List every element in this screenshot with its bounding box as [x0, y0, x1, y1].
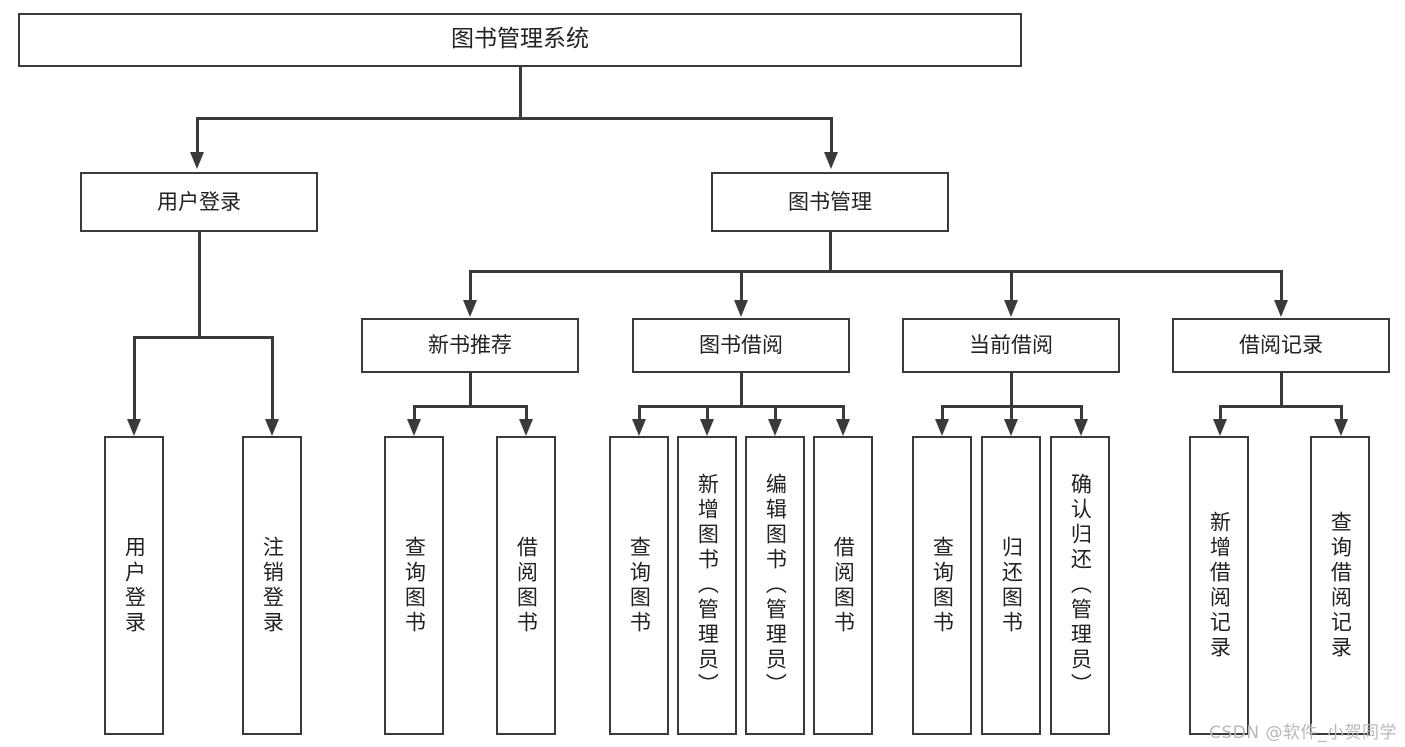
arrowhead-leaf-user-login — [127, 419, 141, 436]
leaf-user-login[interactable]: 用户登录 — [104, 436, 164, 735]
leaf-query-book-recommend[interactable]: 查询图书 — [384, 436, 444, 735]
node-label: 借阅图书 — [514, 535, 539, 636]
node-label: 查询图书 — [627, 535, 652, 636]
connector-user-login-bar — [133, 336, 273, 339]
connector-borrow-record-bar — [1219, 405, 1341, 408]
connector-cb-to-leaf-2 — [1010, 405, 1013, 421]
leaf-borrow-book[interactable]: 借阅图书 — [813, 436, 873, 735]
node-label: 当前借阅 — [969, 333, 1053, 358]
connector-bm-to-borrow-record — [1280, 270, 1283, 301]
node-label: 注销登录 — [260, 535, 285, 636]
connector-book-management-bar — [469, 270, 1280, 273]
arrowhead-bb-leaf-1 — [632, 419, 646, 436]
arrowhead-cb-leaf-1 — [935, 419, 949, 436]
connector-root-to-book-management — [830, 117, 833, 153]
node-new-book-recommend[interactable]: 新书推荐 — [361, 318, 579, 373]
node-label: 用户登录 — [122, 535, 147, 636]
arrowhead-borrow-record — [1274, 300, 1288, 317]
connector-new-book-to-leaf-1 — [413, 405, 416, 421]
connector-user-login-to-leaf-2 — [271, 336, 274, 420]
connector-br-to-leaf-2 — [1340, 405, 1343, 421]
node-label: 查询图书 — [402, 535, 427, 636]
arrowhead-bb-leaf-4 — [836, 419, 850, 436]
connector-user-login-to-leaf-1 — [133, 336, 136, 420]
connector-current-borrow-stem — [1010, 373, 1013, 406]
arrowhead-current-borrow — [1004, 300, 1018, 317]
node-user-login[interactable]: 用户登录 — [80, 172, 318, 232]
connector-bm-to-book-borrow — [740, 270, 743, 301]
connector-bm-to-current-borrow — [1010, 270, 1013, 301]
node-label: 归还图书 — [999, 535, 1024, 636]
node-label: 查询图书 — [930, 535, 955, 636]
connector-new-book-stem — [469, 373, 472, 406]
node-label: 图书借阅 — [699, 333, 783, 358]
leaf-logout[interactable]: 注销登录 — [242, 436, 302, 735]
arrowhead-new-book-recommend — [463, 300, 477, 317]
connector-book-borrow-bar — [638, 405, 842, 408]
leaf-add-borrow-record[interactable]: 新增借阅记录 — [1189, 436, 1249, 735]
node-label: 借阅图书 — [831, 535, 856, 636]
leaf-return-book[interactable]: 归还图书 — [981, 436, 1041, 735]
connector-bb-to-leaf-1 — [638, 405, 641, 421]
connector-cb-to-leaf-3 — [1080, 405, 1083, 421]
arrowhead-book-management — [824, 152, 838, 169]
arrowhead-br-leaf-2 — [1334, 419, 1348, 436]
connector-root-stem — [519, 67, 522, 117]
arrowhead-cb-leaf-3 — [1074, 419, 1088, 436]
node-label: 图书管理 — [788, 189, 872, 214]
arrowhead-leaf-logout — [265, 419, 279, 436]
node-label: 新增图书（管理员） — [695, 473, 720, 698]
connector-book-borrow-stem — [740, 373, 743, 406]
node-root-book-management-system[interactable]: 图书管理系统 — [18, 13, 1022, 67]
node-label: 借阅记录 — [1239, 333, 1323, 358]
connector-cb-to-leaf-1 — [941, 405, 944, 421]
node-label: 确认归还（管理员） — [1068, 473, 1093, 698]
connector-user-login-stem — [198, 232, 201, 336]
leaf-query-book-borrow[interactable]: 查询图书 — [609, 436, 669, 735]
leaf-confirm-return-admin[interactable]: 确认归还（管理员） — [1050, 436, 1110, 735]
leaf-query-borrow-record[interactable]: 查询借阅记录 — [1310, 436, 1370, 735]
leaf-query-book-current[interactable]: 查询图书 — [912, 436, 972, 735]
connector-br-to-leaf-1 — [1219, 405, 1222, 421]
node-label: 新增借阅记录 — [1207, 510, 1232, 661]
connector-borrow-record-stem — [1280, 373, 1283, 406]
leaf-borrow-book-recommend[interactable]: 借阅图书 — [496, 436, 556, 735]
node-label: 用户登录 — [157, 189, 241, 214]
arrowhead-nb-leaf-1 — [407, 419, 421, 436]
connector-root-to-user-login — [196, 117, 199, 153]
connector-new-book-to-leaf-2 — [525, 405, 528, 421]
connector-root-bar — [196, 117, 832, 120]
node-label: 查询借阅记录 — [1328, 510, 1353, 661]
connector-bm-to-new-book — [469, 270, 472, 301]
connector-new-book-bar — [413, 405, 525, 408]
leaf-add-book-admin[interactable]: 新增图书（管理员） — [677, 436, 737, 735]
connector-book-management-stem — [829, 232, 832, 271]
node-label: 新书推荐 — [428, 333, 512, 358]
connector-bb-to-leaf-4 — [842, 405, 845, 421]
arrowhead-book-borrow — [734, 300, 748, 317]
arrowhead-user-login — [190, 152, 204, 169]
connector-bb-to-leaf-2 — [706, 405, 709, 421]
node-book-management[interactable]: 图书管理 — [711, 172, 949, 232]
arrowhead-bb-leaf-2 — [700, 419, 714, 436]
arrowhead-br-leaf-1 — [1213, 419, 1227, 436]
node-borrow-record[interactable]: 借阅记录 — [1172, 318, 1390, 373]
arrowhead-cb-leaf-2 — [1004, 419, 1018, 436]
connector-bb-to-leaf-3 — [774, 405, 777, 421]
node-label: 编辑图书（管理员） — [763, 473, 788, 698]
arrowhead-nb-leaf-2 — [519, 419, 533, 436]
node-book-borrow[interactable]: 图书借阅 — [632, 318, 850, 373]
arrowhead-bb-leaf-3 — [768, 419, 782, 436]
node-label: 图书管理系统 — [451, 26, 589, 53]
leaf-edit-book-admin[interactable]: 编辑图书（管理员） — [745, 436, 805, 735]
node-current-borrow[interactable]: 当前借阅 — [902, 318, 1120, 373]
